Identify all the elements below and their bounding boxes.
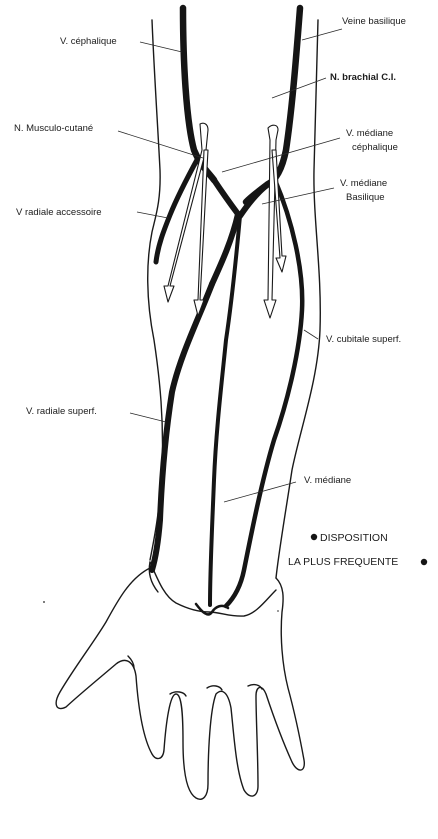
leader-v-cephalique — [140, 42, 182, 52]
vein-cephalique — [183, 8, 214, 180]
label-v-mediane-cephalique-2: céphalique — [352, 142, 398, 153]
leader-v-cubitale-superf — [304, 330, 318, 339]
label-n-musculo-cutane: N. Musculo-cutané — [14, 123, 93, 134]
label-v-cubitale-superf: V. cubitale superf. — [326, 334, 401, 345]
label-v-mediane-basilique-1: V. médiane — [340, 178, 387, 189]
label-n-brachial: N. brachial C.I. — [330, 72, 396, 83]
vein-mediane-cephalique — [214, 180, 238, 214]
label-veine-basilique: Veine basilique — [342, 16, 406, 27]
bullet-dot-right — [421, 559, 427, 565]
note-line-1: DISPOSITION — [320, 532, 388, 544]
vein-wrist-arch — [196, 604, 228, 614]
arm-outline-right — [276, 20, 320, 578]
vein-radiale-superf — [152, 284, 212, 570]
label-v-radiale-superf: V. radiale superf. — [26, 406, 97, 417]
knuckle-crease-2 — [207, 686, 222, 690]
bullet-dot-left — [311, 534, 317, 540]
label-v-mediane-cephalique-1: V. médiane — [346, 128, 393, 139]
vein-radiale-accessoire — [156, 158, 198, 262]
knuckle-crease-3 — [248, 685, 262, 689]
scan-speck — [43, 601, 45, 603]
hand-outline — [56, 568, 304, 799]
label-v-radiale-accessoire: V radiale accessoire — [16, 207, 102, 218]
label-v-cephalique: V. céphalique — [60, 36, 117, 47]
leader-veine-basilique — [302, 29, 342, 40]
label-v-mediane: V. médiane — [304, 475, 351, 486]
leader-n-brachial — [272, 78, 326, 98]
note-line-2: LA PLUS FREQUENTE — [288, 556, 398, 568]
label-v-mediane-basilique-2: Basilique — [346, 192, 385, 203]
scan-speck — [277, 610, 279, 612]
leader-v-radiale-superf — [130, 413, 166, 422]
wrist-crease — [150, 562, 276, 616]
leader-v-radiale-accessoire — [137, 212, 168, 218]
